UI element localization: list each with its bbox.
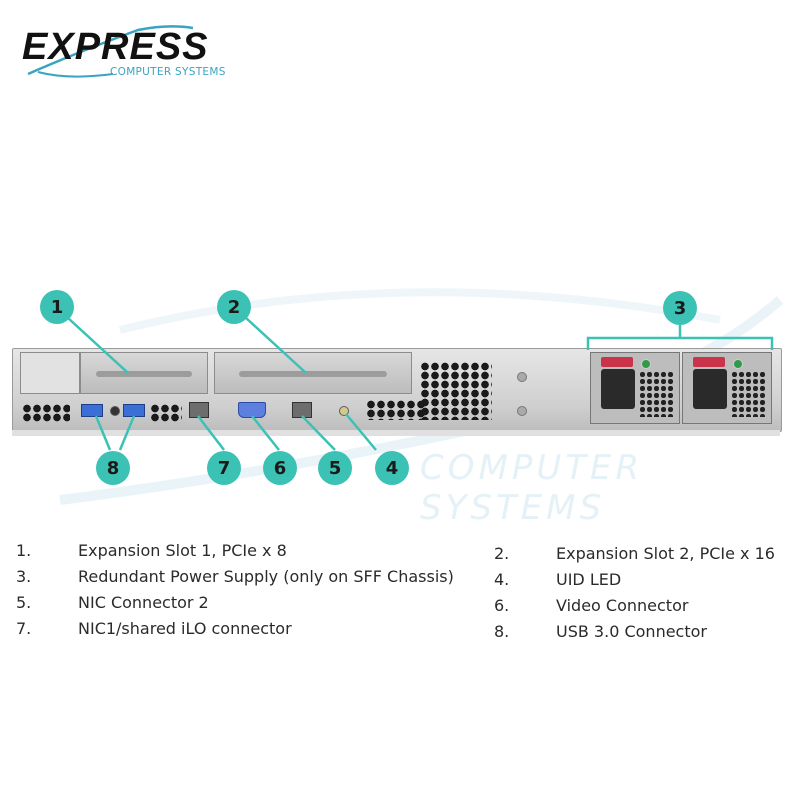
- psu-led-icon: [641, 359, 651, 369]
- legend-number: 4.: [494, 570, 510, 589]
- callout-8: 8: [96, 451, 130, 485]
- screw-icon: [517, 372, 527, 382]
- psu-handle: [693, 357, 725, 367]
- legend-label: USB 3.0 Connector: [556, 622, 707, 641]
- legend-number: 1.: [16, 541, 32, 560]
- expansion-slot-2: [214, 352, 412, 394]
- slot-1-opening: [96, 371, 192, 377]
- usb-port-1: [81, 404, 103, 417]
- power-socket-icon: [693, 369, 727, 409]
- psu-grill: [639, 371, 673, 417]
- legend-number: 8.: [494, 622, 510, 641]
- power-supply-1: [590, 352, 680, 424]
- callout-5: 5: [318, 451, 352, 485]
- vent-lower: [366, 400, 426, 420]
- psu-grill: [731, 371, 765, 417]
- logo-swoosh-icon: [27, 25, 194, 78]
- legend-number: 7.: [16, 619, 32, 638]
- vent-mid: [150, 404, 182, 422]
- legend-number: 2.: [494, 544, 510, 563]
- serial-post: [110, 406, 120, 416]
- callout-4: 4: [375, 451, 409, 485]
- logo-tagline: COMPUTER SYSTEMS: [110, 66, 226, 78]
- legend-label: Video Connector: [556, 596, 689, 615]
- logo-brand: EXPRESS: [22, 26, 209, 68]
- express-logo: EXPRESS COMPUTER SYSTEMS: [18, 22, 238, 82]
- legend-label: Redundant Power Supply (only on SFF Chas…: [78, 567, 454, 586]
- callout-1: 1: [40, 290, 74, 324]
- callout-3: 3: [663, 291, 697, 325]
- callout-2: 2: [217, 290, 251, 324]
- vent-left: [22, 404, 70, 422]
- legend: 1. Expansion Slot 1, PCIe x 8 2. Expansi…: [0, 538, 800, 658]
- screw-icon: [517, 406, 527, 416]
- psu-led-icon: [733, 359, 743, 369]
- chassis-rail: [12, 430, 780, 436]
- legend-label: Expansion Slot 1, PCIe x 8: [78, 541, 287, 560]
- server-rear-diagram: 1 2 3 4 5 6 7 8: [12, 290, 782, 485]
- callout-7: 7: [207, 451, 241, 485]
- power-supply-2: [682, 352, 772, 424]
- vent-hex: [420, 362, 492, 420]
- legend-label: NIC Connector 2: [78, 593, 209, 612]
- legend-number: 5.: [16, 593, 32, 612]
- expansion-slot-1: [80, 352, 208, 394]
- power-socket-icon: [601, 369, 635, 409]
- slot-2-opening: [238, 371, 388, 377]
- legend-label: Expansion Slot 2, PCIe x 16: [556, 544, 775, 563]
- blank-bracket: [20, 352, 80, 394]
- legend-number: 6.: [494, 596, 510, 615]
- legend-label: UID LED: [556, 570, 622, 589]
- callout-leader-lines: [67, 317, 774, 451]
- uid-led: [339, 406, 349, 416]
- legend-label: NIC1/shared iLO connector: [78, 619, 292, 638]
- legend-number: 3.: [16, 567, 32, 586]
- callout-6: 6: [263, 451, 297, 485]
- psu-handle: [601, 357, 633, 367]
